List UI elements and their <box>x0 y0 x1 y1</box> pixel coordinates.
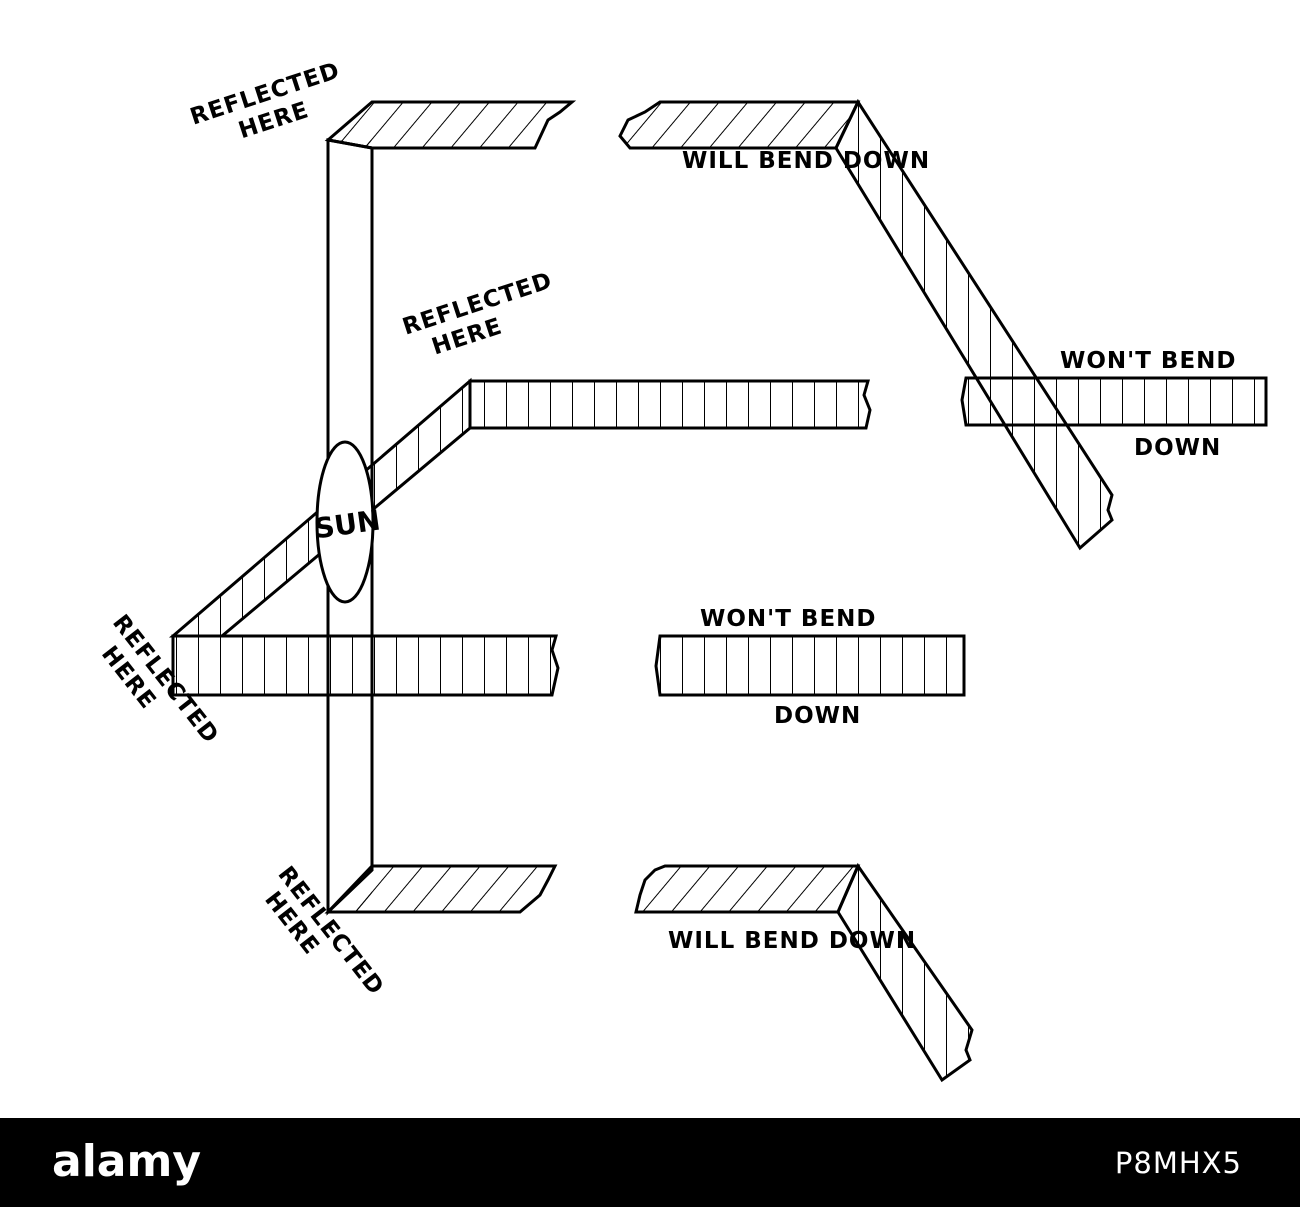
label-wont-bend-center: WON'T BEND DOWN <box>700 606 877 729</box>
label-wont-bend-right: WON'T BEND DOWN <box>1060 348 1237 461</box>
reflected-figure: SUN <box>168 100 872 916</box>
center-straight-band <box>654 634 966 697</box>
top-arm-band <box>324 100 577 150</box>
label-will-bend-down-bottom: WILL BEND DOWN <box>668 928 916 954</box>
svg-text:DOWN: DOWN <box>774 703 861 729</box>
light-reflection-diagram: SUN REFLECTED HERE REFLECTED HERE <box>96 58 1268 1083</box>
label-will-bend-down-top: WILL BEND DOWN <box>682 148 930 174</box>
bottom-arm-band <box>324 864 558 914</box>
middle-arm-band <box>468 379 872 430</box>
bent-figure <box>618 98 1268 1083</box>
right-straight-band <box>960 376 1268 427</box>
svg-text:alamy: alamy <box>52 1136 201 1187</box>
sun <box>315 440 375 604</box>
image-id: P8MHX5 <box>1114 1146 1242 1180</box>
svg-text:WON'T BEND: WON'T BEND <box>1060 348 1237 374</box>
svg-text:DOWN: DOWN <box>1134 435 1221 461</box>
bottom-right-arm-band <box>634 864 861 914</box>
svg-text:WON'T BEND: WON'T BEND <box>700 606 877 632</box>
label-reflected-middle: REFLECTED HERE <box>399 268 555 361</box>
top-right-diagonal-band <box>834 98 1114 551</box>
alamy-logo: alamy <box>52 1136 201 1187</box>
watermark-footer: alamy P8MHX5 <box>0 1118 1300 1207</box>
bottom-right-diagonal-band <box>836 862 974 1083</box>
top-right-arm-band <box>618 100 861 150</box>
crossbar-band <box>171 634 560 697</box>
